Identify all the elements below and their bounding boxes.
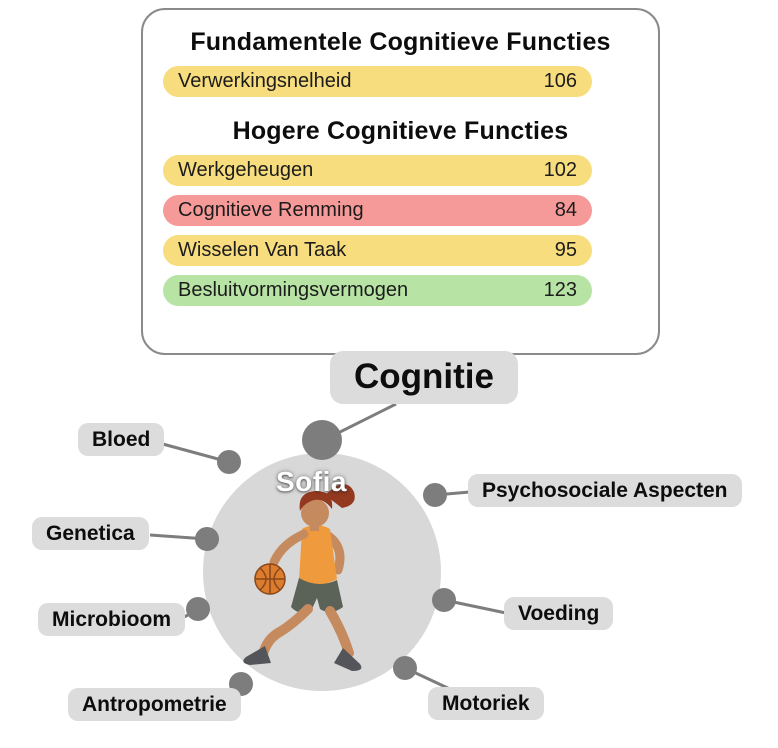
node-label-bloed[interactable]: Bloed [78, 423, 165, 457]
athlete-figure [243, 484, 362, 671]
score-label: Wisselen Van Taak [178, 239, 347, 261]
node-label-antropometrie[interactable]: Antropometrie [68, 688, 241, 722]
score-label: Besluitvormingsvermogen [178, 279, 409, 301]
node-label-genetica[interactable]: Genetica [32, 517, 149, 551]
score-value: 123 [543, 279, 577, 301]
node-label-voeding[interactable]: Voeding [504, 597, 614, 631]
score-label: Verwerkingsnelheid [178, 70, 352, 92]
node-label-motoriek[interactable]: Motoriek [428, 687, 544, 721]
node-dot-voeding [432, 588, 456, 612]
score-label: Cognitieve Remming [178, 199, 364, 221]
node-label-cognitie[interactable]: Cognitie [330, 351, 518, 404]
node-label-microbioom[interactable]: Microbioom [38, 603, 185, 637]
score-value: 84 [554, 199, 577, 221]
node-label-psychosociale-aspecten[interactable]: Psychosociale Aspecten [468, 474, 742, 508]
node-dot-microbioom [186, 597, 210, 621]
basketball-player-illustration [243, 484, 362, 671]
node-dot-motoriek [393, 656, 417, 680]
basketball [254, 563, 286, 595]
score-row-werkgeheugen: Werkgeheugen 102 [163, 155, 592, 186]
node-dot-psychosociale [423, 483, 447, 507]
center-name-label: Sofia [276, 466, 347, 497]
section-heading-fundamental: Fundamentele Cognitieve Functies [190, 28, 611, 56]
cognitive-scores-card: Fundamentele Cognitieve Functies Verwerk… [141, 8, 660, 355]
node-dot-genetica [195, 527, 219, 551]
score-row-besluitvormingsvermogen: Besluitvormingsvermogen 123 [163, 275, 592, 306]
score-value: 95 [554, 239, 577, 261]
score-row-wisselen-van-taak: Wisselen Van Taak 95 [163, 235, 592, 266]
node-dot-cognitie [302, 420, 342, 460]
section-heading-higher: Hogere Cognitieve Functies [232, 117, 569, 145]
node-dot-bloed [217, 450, 241, 474]
score-label: Werkgeheugen [178, 159, 314, 181]
score-row-verwerkingsnelheid: Verwerkingsnelheid 106 [163, 66, 592, 97]
score-value: 106 [543, 70, 577, 92]
score-value: 102 [543, 159, 577, 181]
score-row-cognitieve-remming: Cognitieve Remming 84 [163, 195, 592, 226]
